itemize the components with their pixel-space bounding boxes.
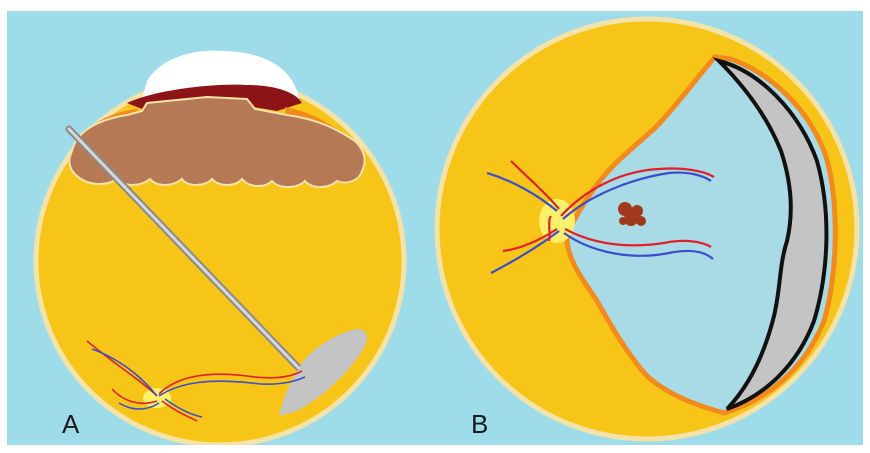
panel-label-b: B bbox=[471, 411, 488, 437]
panel-b: B bbox=[419, 11, 863, 445]
diagram-a bbox=[7, 11, 419, 445]
panel-label-a: A bbox=[62, 411, 79, 437]
diagram-b bbox=[419, 11, 863, 445]
panel-a: A bbox=[7, 11, 419, 445]
